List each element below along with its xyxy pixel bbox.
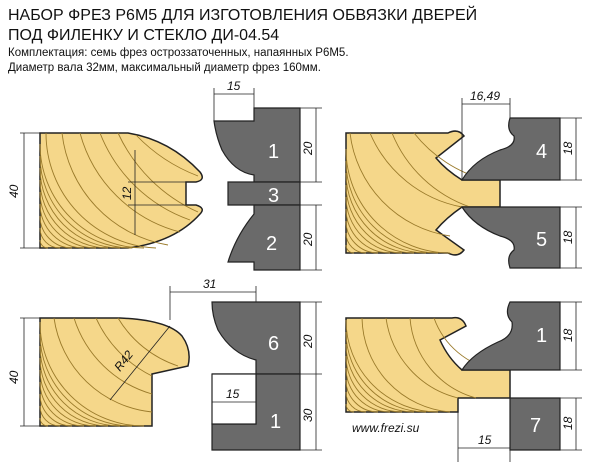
wood-grain-bottom-right (345, 317, 497, 413)
cutter-4-label: 4 (536, 141, 547, 163)
dim-31: 31 (203, 277, 216, 291)
wood-grain-bottom-left (39, 317, 179, 427)
cutter-7-label: 7 (530, 415, 541, 437)
panel-bottom-right: 1 7 18 18 15 (345, 301, 582, 462)
cutter-2 (227, 204, 301, 271)
cutter-1c-label: 1 (536, 325, 547, 347)
dim-12: 12 (120, 186, 134, 200)
panel-bottom-left: 6 1 40 R42 31 20 30 15 (7, 277, 322, 451)
cutter-3-label: 3 (268, 185, 279, 207)
cutter-1b-label: 1 (270, 411, 281, 433)
spec-line-2: Диаметр вала 32мм, максимальный диаметр … (8, 62, 321, 74)
dim-20-c: 20 (301, 334, 315, 349)
dim-40-bottom: 40 (7, 370, 21, 384)
cutter-5-label: 5 (536, 229, 547, 251)
cutter-1-right (460, 301, 561, 371)
cutter-6 (211, 301, 301, 375)
cutter-5 (460, 206, 561, 269)
dim-20-b: 20 (301, 232, 315, 247)
dim-15-top: 15 (227, 79, 241, 93)
dim-15-mid: 15 (226, 387, 240, 401)
dim-18-a: 18 (561, 141, 575, 155)
title-line-1: НАБОР ФРЕЗ Р6М5 ДЛЯ ИЗГОТОВЛЕНИЯ ОБВЯЗКИ… (8, 7, 478, 24)
cutter-4 (460, 117, 561, 181)
dim-18-d: 18 (561, 416, 575, 430)
wood-grain-top-right (345, 132, 487, 254)
cutter-2-label: 2 (266, 233, 277, 255)
dim-16-49: 16,49 (470, 89, 500, 103)
cutter-1 (213, 107, 301, 183)
cutter-6-label: 6 (268, 333, 279, 355)
cutter-3 (227, 181, 301, 206)
title-line-2: ПОД ФИЛЕНКУ И СТЕКЛО ДИ-04.54 (8, 27, 280, 44)
panel-top-left: 1 3 2 40 15 20 20 12 (7, 79, 322, 271)
wood-grain-top-left (39, 132, 199, 249)
dim-30: 30 (301, 408, 315, 422)
dim-18-c: 18 (561, 328, 575, 342)
dim-20-a: 20 (301, 141, 315, 156)
dim-18-b: 18 (561, 230, 575, 244)
cutter-1-label: 1 (268, 141, 279, 163)
wood-profile-bottom-left (39, 317, 190, 427)
watermark-url: www.frezi.su (352, 421, 420, 435)
spec-line-1: Комплектация: семь фрез остроззаточенных… (8, 47, 349, 59)
dim-15-bottom: 15 (478, 433, 492, 447)
panel-top-right: 4 5 16,49 18 18 (345, 89, 582, 269)
dim-40-top: 40 (7, 184, 21, 198)
